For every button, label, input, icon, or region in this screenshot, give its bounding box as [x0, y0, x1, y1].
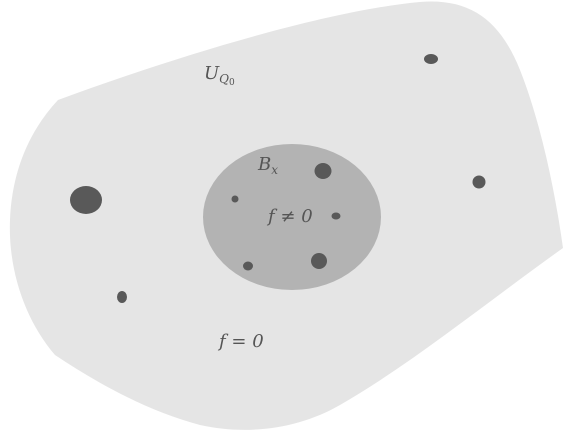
spot	[424, 54, 438, 64]
spot	[311, 253, 327, 269]
spot	[231, 195, 239, 203]
spot	[314, 163, 332, 179]
spot	[243, 261, 253, 271]
spot	[117, 291, 127, 303]
ball-b-x	[203, 144, 381, 290]
label-ball: Bx	[257, 154, 278, 177]
label-f-zero: f = 0	[217, 331, 264, 352]
label-region-u: UQ0	[204, 63, 235, 88]
label-f-nonzero: f ≠ 0	[266, 206, 313, 227]
spot	[70, 186, 102, 214]
spot	[472, 175, 486, 189]
spot	[331, 212, 341, 220]
